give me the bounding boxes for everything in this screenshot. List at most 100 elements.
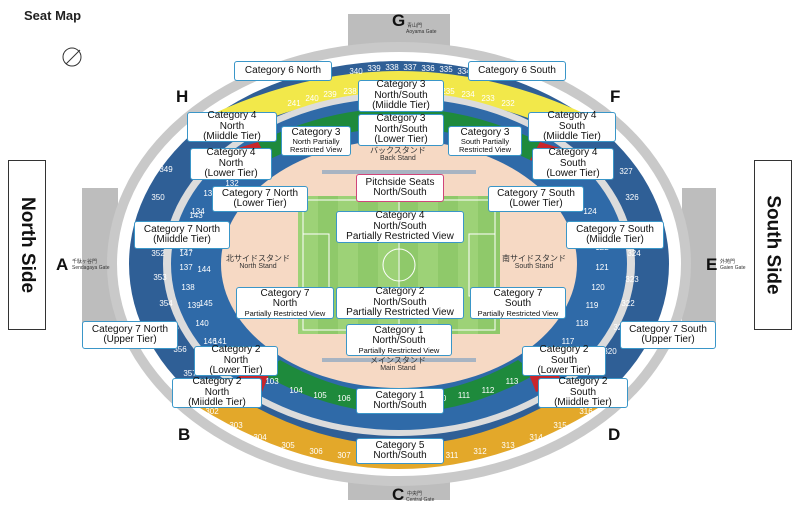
label-line: (Lower Tier) xyxy=(209,365,263,377)
section-number: 352 xyxy=(151,249,165,258)
section-number: 350 xyxy=(151,193,165,202)
section-number: 356 xyxy=(173,345,187,354)
section-number: 357 xyxy=(183,369,197,378)
gate-e-jp: 外苑門 xyxy=(720,259,736,265)
label-line: Category 3 xyxy=(376,113,426,125)
label-line: (Miiddle Tier) xyxy=(203,131,261,143)
section-number: 353 xyxy=(153,273,167,282)
gate-b-letter: B xyxy=(178,425,191,444)
label-small-line: South Partially xyxy=(460,137,510,147)
section-number: 232 xyxy=(501,99,515,108)
section-number: 312 xyxy=(473,447,487,456)
section-number: 303 xyxy=(229,421,243,430)
section-number: 335 xyxy=(439,65,453,74)
section-number: 239 xyxy=(323,90,337,99)
gate-f-letter: F xyxy=(610,87,621,106)
label-line: Category 6 South xyxy=(478,64,556,76)
label-line: South xyxy=(569,386,597,398)
label-line: (Miiddle Tier) xyxy=(153,234,211,245)
gate-h-letter: H xyxy=(176,87,189,106)
section-number: 315 xyxy=(553,421,567,430)
section-number: 316 xyxy=(579,407,593,416)
section-number: 306 xyxy=(309,447,323,456)
label-line: (Miiddle Tier) xyxy=(543,131,601,143)
section-number: 104 xyxy=(289,386,303,395)
label-line: Category 2 xyxy=(375,286,425,298)
section-number: 336 xyxy=(421,64,435,73)
section-number: 304 xyxy=(253,433,267,442)
section-number: 305 xyxy=(281,441,295,450)
back-stand-bar xyxy=(322,170,476,174)
label-line: (Miiddle Tier) xyxy=(554,397,612,409)
label-line: South xyxy=(550,354,578,366)
label-line: Category 4 xyxy=(548,147,598,159)
section-number: 241 xyxy=(287,99,301,108)
section-number: 111 xyxy=(458,391,471,400)
gate-c-letter: C xyxy=(392,485,405,504)
section-number: 314 xyxy=(529,433,543,442)
gate-a-structure xyxy=(82,188,118,340)
section-number: 147 xyxy=(179,249,193,258)
label-line: South xyxy=(504,298,532,310)
section-number: 334 xyxy=(457,67,471,76)
section-number: 132 xyxy=(225,179,239,188)
main-stand-label: メインスタンド Main Stand xyxy=(370,356,426,373)
south-side-label: South Side xyxy=(763,195,785,295)
section-number: 145 xyxy=(199,299,213,308)
section-number: 337 xyxy=(403,63,417,72)
section-number: 234 xyxy=(461,90,475,99)
label-line: (Upper Tier) xyxy=(641,334,695,345)
label-line: North xyxy=(219,120,245,132)
label-line: (Upper Tier) xyxy=(103,334,157,345)
label-small-line: Restricted View xyxy=(290,145,342,155)
north-side-label: North Side xyxy=(17,196,38,294)
gate-c-en: Central Gate xyxy=(406,497,435,503)
section-number: 134 xyxy=(191,207,205,216)
label-line: North xyxy=(223,354,249,366)
label-cat7nlow: Category 7 North(Lower Tier) xyxy=(212,186,308,212)
label-line: Category 2 xyxy=(211,344,261,356)
gate-c-jp: 中央門 xyxy=(407,491,423,497)
label-small-line: Restricted View xyxy=(459,145,511,155)
label-line: Category 7 North xyxy=(91,323,169,335)
south-stand-label: 南サイドスタンド South Stand xyxy=(502,254,566,271)
section-number: 339 xyxy=(367,64,381,73)
section-number: 324 xyxy=(627,249,641,258)
label-line: North/South xyxy=(373,450,427,461)
label-small-line: Partially Restricted View xyxy=(358,345,440,355)
section-number: 307 xyxy=(337,451,351,460)
label-line: North xyxy=(218,157,244,169)
gate-e-letter: E xyxy=(706,255,718,274)
label-line: Partially Restricted View xyxy=(346,231,454,243)
section-number: 121 xyxy=(595,263,609,272)
section-number: 118 xyxy=(576,319,589,328)
label-line: Category 3 xyxy=(291,126,341,138)
category-3-area xyxy=(250,108,548,160)
label-line: Category 4 xyxy=(375,210,425,222)
label-line: North/South xyxy=(374,89,428,101)
section-number: 119 xyxy=(586,301,599,310)
gate-a-letter: A xyxy=(56,255,69,274)
section-number: 238 xyxy=(343,87,357,96)
section-number: 320 xyxy=(603,347,617,356)
gate-d-letter: D xyxy=(608,425,621,444)
label-line: (Miiddle Tier) xyxy=(586,234,644,245)
gate-g-jp: 青山門 xyxy=(407,23,423,29)
section-number: 113 xyxy=(506,377,519,386)
north-stand-label: 北サイドスタンド North Stand xyxy=(226,254,290,271)
label-line: Category 6 North xyxy=(244,64,322,76)
section-number: 240 xyxy=(305,94,319,103)
section-number: 146 xyxy=(203,337,217,346)
north-side-box: North Side xyxy=(8,160,46,330)
